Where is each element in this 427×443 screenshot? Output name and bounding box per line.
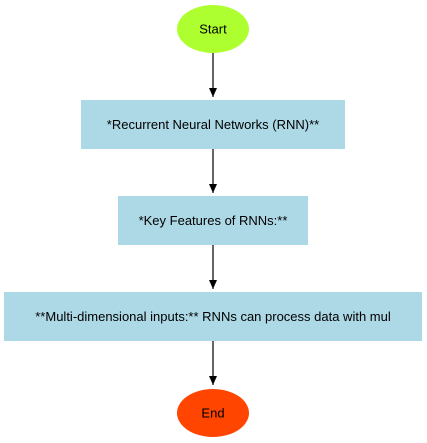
step-node-multi-dimensional: **Multi-dimensional inputs:** RNNs can p… bbox=[4, 292, 422, 341]
start-ellipse bbox=[177, 5, 249, 53]
start-node: Start bbox=[177, 5, 249, 53]
step-box-rnn bbox=[81, 100, 345, 149]
end-label: End bbox=[201, 406, 224, 421]
step-box-key-features bbox=[118, 196, 308, 245]
step-node-rnn: *Recurrent Neural Networks (RNN)** bbox=[81, 100, 345, 149]
start-label: Start bbox=[199, 22, 227, 37]
step-node-key-features: *Key Features of RNNs:** bbox=[118, 196, 308, 245]
end-ellipse bbox=[177, 389, 249, 437]
step-label-multi-dimensional: **Multi-dimensional inputs:** RNNs can p… bbox=[35, 309, 391, 324]
step-box-multi-dimensional bbox=[4, 292, 422, 341]
step-label-key-features: *Key Features of RNNs:** bbox=[139, 213, 288, 228]
end-node: End bbox=[177, 389, 249, 437]
step-label-rnn: *Recurrent Neural Networks (RNN)** bbox=[107, 117, 319, 132]
